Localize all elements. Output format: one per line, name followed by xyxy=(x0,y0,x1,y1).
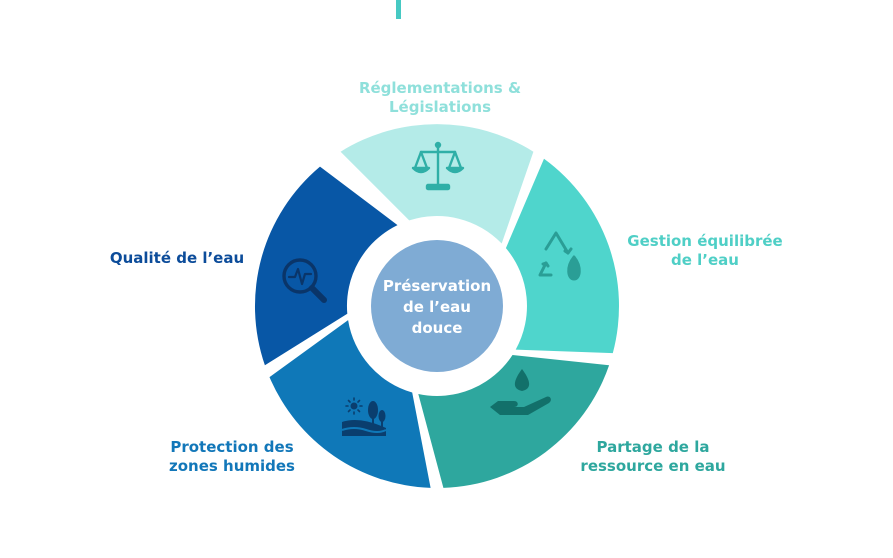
label-reglementations-line-2: Législations xyxy=(388,98,492,116)
center-label-line-3: douce xyxy=(411,319,463,337)
segment-gestion xyxy=(505,158,619,354)
wetland-landscape-icon xyxy=(341,397,387,436)
center-label: Préservation de l’eau douce xyxy=(372,276,502,339)
center-label-line-1: Préservation xyxy=(382,277,492,295)
label-qualite-line-1: Qualité de l’eau xyxy=(109,249,245,267)
label-reglementations-line-1: Réglementations & xyxy=(358,79,522,97)
label-qualite: Qualité de l’eau xyxy=(96,249,258,268)
top-accent-bar xyxy=(396,0,401,19)
label-protection-line-2: zones humides xyxy=(168,457,295,475)
segment-partage xyxy=(418,355,610,488)
center-circle xyxy=(371,240,503,372)
segment-protection xyxy=(269,320,431,488)
label-reglementations: Réglementations & Législations xyxy=(340,79,540,117)
label-protection: Protection des zones humides xyxy=(152,438,312,476)
label-partage-line-1: Partage de la xyxy=(596,438,710,456)
label-partage: Partage de la ressource en eau xyxy=(568,438,738,476)
label-gestion-line-1: Gestion équilibrée xyxy=(627,232,783,250)
scales-icon xyxy=(411,141,465,191)
recycle-drop-icon xyxy=(538,231,581,281)
magnifier-pulse-icon xyxy=(282,258,327,303)
center-label-line-2: de l’eau xyxy=(403,298,471,316)
label-gestion: Gestion équilibrée de l’eau xyxy=(620,232,790,270)
hand-drop-icon xyxy=(490,369,551,415)
label-partage-line-2: ressource en eau xyxy=(580,457,726,475)
segments-layer xyxy=(254,124,619,488)
segment-qualite xyxy=(254,166,398,366)
label-gestion-line-2: de l’eau xyxy=(671,251,739,269)
label-protection-line-1: Protection des xyxy=(170,438,294,456)
